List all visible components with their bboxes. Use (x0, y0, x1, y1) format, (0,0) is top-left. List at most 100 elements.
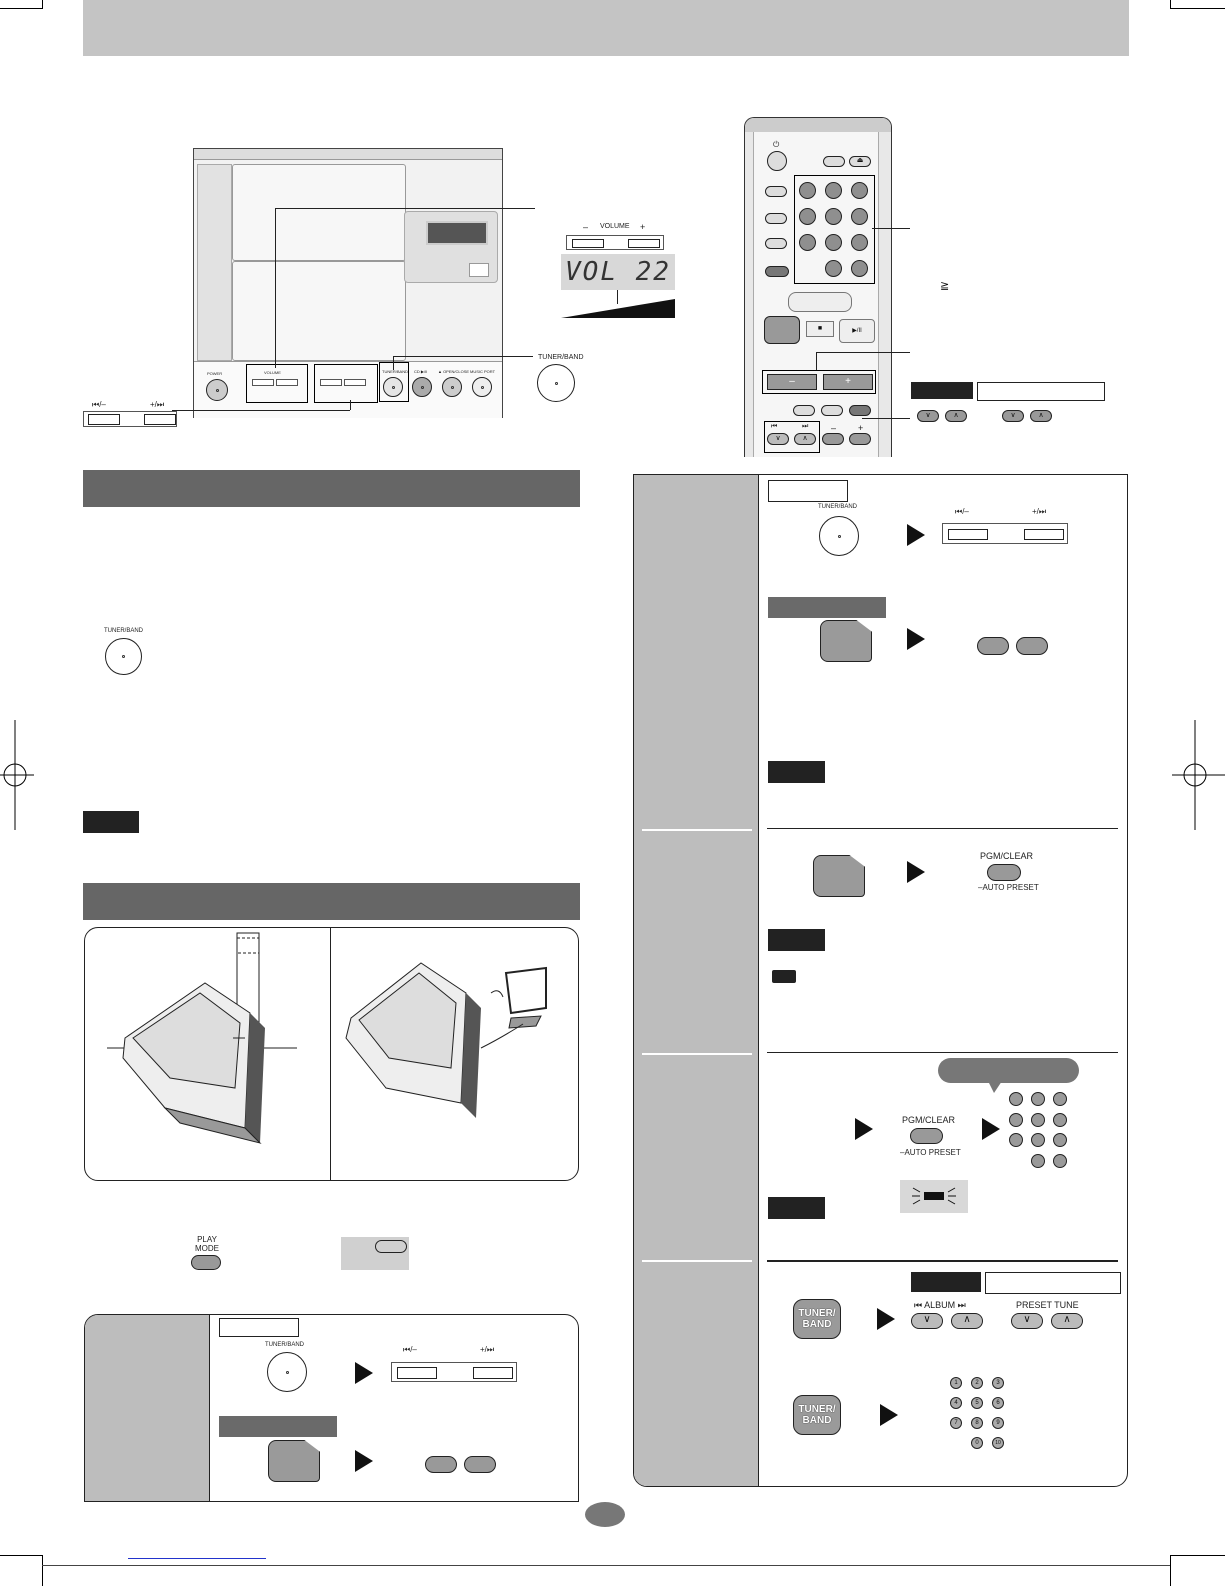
remote-side-button[interactable] (765, 266, 789, 277)
bl-skip-fwd-button[interactable] (473, 1367, 513, 1379)
r3-pgm-clear-button[interactable] (910, 1128, 943, 1144)
r3-numkey[interactable] (1031, 1154, 1045, 1168)
remote-up-button[interactable]: ∧ (794, 433, 816, 445)
link-underline (128, 1558, 266, 1559)
remote-numkey[interactable] (799, 182, 816, 199)
arrow-icon (355, 1450, 373, 1472)
r3-numkey[interactable] (1031, 1133, 1045, 1147)
volume-down-button[interactable] (572, 239, 604, 248)
tuner-band-knob-small[interactable] (105, 638, 142, 675)
skip-back-button[interactable] (88, 414, 120, 425)
antenna-illustration-panel (84, 927, 579, 1181)
r4-numkey[interactable]: 2 (971, 1377, 983, 1389)
remote-vol-plus-button[interactable]: + (823, 374, 873, 390)
remote-skip-back-button[interactable] (822, 433, 844, 445)
bl-pill-button[interactable] (425, 1456, 457, 1473)
r4-numkey[interactable]: 9 (992, 1417, 1004, 1429)
remote-numkey[interactable] (851, 234, 868, 251)
remote-skip-fwd-button[interactable] (849, 433, 871, 445)
bl-tuner-band-knob[interactable] (267, 1352, 307, 1392)
r4-numkey[interactable]: 1 (950, 1377, 962, 1389)
r4-album-label: ⏮ ALBUM ⏭ (914, 1300, 966, 1310)
remote-small-button[interactable] (849, 405, 871, 416)
r2-large-button[interactable] (813, 855, 865, 897)
r1-large-button[interactable] (820, 620, 872, 662)
remote-numkey[interactable] (851, 208, 868, 225)
r3-numkey[interactable] (1053, 1154, 1067, 1168)
r4-numkey[interactable]: 7 (950, 1417, 962, 1429)
speech-bubble (938, 1058, 1079, 1083)
r1-pill-button[interactable] (1016, 637, 1048, 655)
label-outline (985, 1272, 1121, 1294)
remote-small-button[interactable] (793, 405, 815, 416)
r4-tuner-band-button-2[interactable]: TUNER/ BAND (793, 1395, 841, 1435)
remote-small-button[interactable] (823, 156, 845, 167)
remote-play-pause-button[interactable]: ▶/II (839, 319, 875, 343)
crop-mark (0, 0, 43, 9)
r1-skip-fwd-label: +/⏭ (1032, 507, 1047, 516)
remote-numkey[interactable] (825, 208, 842, 225)
remote-numkey[interactable] (851, 260, 868, 277)
remote-side-button[interactable] (765, 213, 787, 224)
remote-callout-up-2[interactable]: ∧ (1030, 410, 1052, 422)
r3-numkey[interactable] (1053, 1092, 1067, 1106)
r4-numkey[interactable]: 4 (950, 1397, 962, 1409)
tuner-band-knob[interactable] (537, 364, 575, 402)
remote-callout-down[interactable]: ∨ (917, 410, 939, 422)
remote-eject-button[interactable]: ⏏ (849, 156, 871, 167)
remote-numkey[interactable] (825, 182, 842, 199)
remote-numkey[interactable] (825, 260, 842, 277)
remote-skip-fwd-label: ⏭ (802, 423, 809, 430)
play-mode-button[interactable] (191, 1255, 221, 1270)
unit-power-label: POWER (207, 371, 223, 376)
r2-pgm-clear-button[interactable] (987, 864, 1021, 881)
bl-pill-button[interactable] (464, 1456, 496, 1473)
r1-pill-button[interactable] (977, 637, 1009, 655)
bottom-left-box (84, 1314, 579, 1502)
remote-numkey[interactable] (825, 234, 842, 251)
bl-large-button[interactable] (268, 1440, 320, 1482)
r3-numkey[interactable] (1009, 1133, 1023, 1147)
callout-line (816, 352, 910, 353)
r4-numkey[interactable]: 3 (992, 1377, 1004, 1389)
volume-up-button[interactable] (628, 239, 660, 248)
remote-stop-button[interactable]: ■ (806, 321, 834, 337)
remote-vol-minus-button[interactable]: – (767, 374, 817, 390)
remote-large-button[interactable] (764, 316, 800, 344)
remote-numkey[interactable] (851, 182, 868, 199)
r3-numkey[interactable] (1009, 1092, 1023, 1106)
remote-power-button[interactable] (767, 151, 787, 171)
remote-numkey[interactable] (799, 208, 816, 225)
r3-numkey[interactable] (1053, 1133, 1067, 1147)
r4-album-up-button[interactable]: ∧ (951, 1313, 983, 1329)
remote-side-button[interactable] (765, 186, 787, 197)
r4-preset-down-button[interactable]: ∨ (1011, 1313, 1043, 1329)
r4-numkey[interactable]: 10 (992, 1437, 1004, 1449)
remote-minus-label: – (831, 423, 837, 433)
r3-numkey[interactable] (1031, 1113, 1045, 1127)
r4-numkey[interactable]: 8 (971, 1417, 983, 1429)
r1-skip-fwd-button[interactable] (1024, 529, 1064, 540)
r4-tuner-band-button[interactable]: TUNER/ BAND (793, 1299, 841, 1339)
r4-preset-up-button[interactable]: ∧ (1051, 1313, 1083, 1329)
r4-numkey[interactable]: 0 (971, 1437, 983, 1449)
skip-fwd-button[interactable] (144, 414, 176, 425)
remote-small-button[interactable] (821, 405, 843, 416)
r4-album-down-button[interactable]: ∨ (911, 1313, 943, 1329)
r1-skip-back-button[interactable] (948, 529, 988, 540)
bl-skip-back-button[interactable] (397, 1367, 437, 1379)
r3-numkey[interactable] (1009, 1113, 1023, 1127)
remote-down-button[interactable]: ∨ (767, 433, 789, 445)
r3-numkey[interactable] (1053, 1113, 1067, 1127)
skip-back-label: ⏮/– (92, 400, 106, 409)
remote-callout-up[interactable]: ∧ (945, 410, 967, 422)
r4-numkey[interactable]: 5 (971, 1397, 983, 1409)
r1-tuner-band-knob[interactable] (819, 516, 859, 556)
remote-callout-down-2[interactable]: ∨ (1002, 410, 1024, 422)
remote-numkey[interactable] (799, 234, 816, 251)
r4-numkey[interactable]: 6 (992, 1397, 1004, 1409)
r3-auto-preset-label: –AUTO PRESET (900, 1148, 961, 1157)
remote-side-button[interactable] (765, 238, 787, 249)
r3-numkey[interactable] (1031, 1092, 1045, 1106)
remote-navigation-pad[interactable] (788, 292, 852, 312)
